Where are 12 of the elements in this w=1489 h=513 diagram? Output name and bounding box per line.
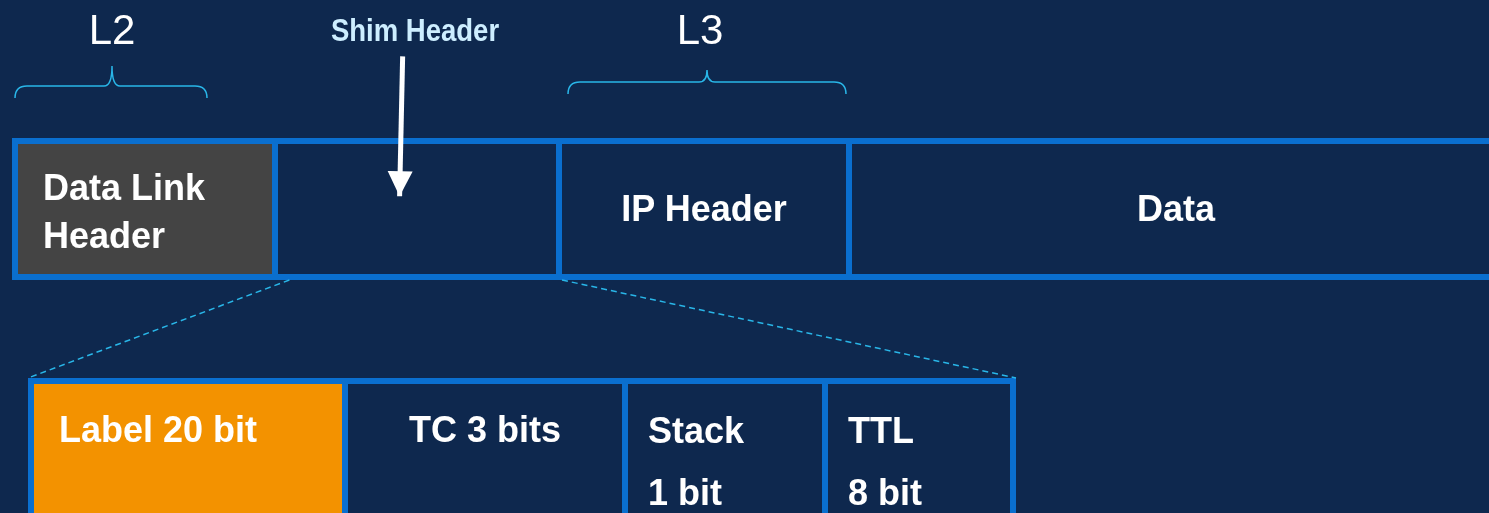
field-text: TC 3 bits bbox=[408, 408, 562, 452]
field-text: TTL 8 bit bbox=[848, 409, 923, 513]
arrow bbox=[387, 56, 413, 197]
field-text: IP Header bbox=[620, 187, 788, 231]
field-text: Data bbox=[1136, 187, 1217, 231]
field-text: Stack 1 bit bbox=[648, 409, 746, 513]
section-heading: Shim Header bbox=[326, 8, 504, 52]
layer-label: L3 bbox=[675, 6, 725, 54]
field-text: Data Link Header bbox=[43, 166, 207, 258]
layer-label: L2 bbox=[87, 6, 137, 54]
zoom-line bbox=[561, 279, 1017, 379]
field-text: Label 20 bit bbox=[59, 408, 259, 452]
